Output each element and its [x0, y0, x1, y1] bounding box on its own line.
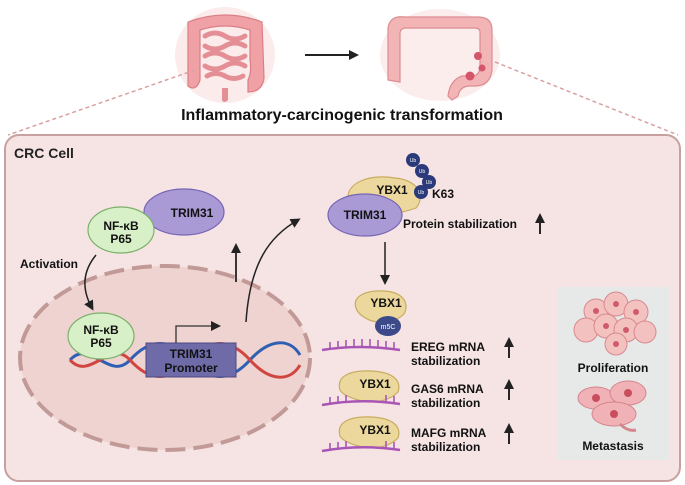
mafg-line2: stabilization [411, 440, 480, 454]
metastasis-cells-icon [577, 380, 647, 432]
promoter-label-line2: Promoter [164, 361, 218, 375]
nfkb-cytoplasm-line1: NF-κB [103, 219, 139, 233]
zoom-line-left [7, 69, 196, 136]
m5c-mark-label: m5C [381, 324, 396, 331]
ubiquitin-chain-icon: Ub Ub Ub Ub [406, 153, 436, 199]
trim31-cytoplasm [143, 188, 225, 236]
mafg-line1: MAFG mRNA [411, 426, 487, 440]
metastasis-label: Metastasis [582, 439, 644, 453]
ub-label-3: Ub [426, 180, 433, 186]
proliferation-label: Proliferation [578, 361, 649, 375]
gas6-line2: stabilization [411, 396, 480, 410]
nfkb-p65-nuclear [67, 312, 135, 360]
zoom-line-right [494, 61, 679, 136]
transcription-start-arrow [175, 321, 221, 343]
ybx1-m5c-reader [354, 290, 407, 323]
ybx1-gas6-label: YBX1 [359, 377, 391, 391]
protein-stabilization-label: Protein stabilization [403, 217, 517, 231]
ereg-line1: EREG mRNA [411, 340, 485, 354]
proliferation-cells-icon [573, 291, 657, 356]
activation-label: Activation [20, 257, 78, 271]
trim31-promoter-box [145, 342, 237, 378]
activation-arrow [84, 254, 97, 311]
normal-intestine-icon [175, 7, 275, 103]
mrna-strand-3 [321, 441, 401, 453]
gas6-line1: GAS6 mRNA [411, 382, 484, 396]
trim31-complex-label: TRIM31 [344, 208, 387, 222]
trim31-complex [327, 193, 403, 237]
nfkb-p65-cytoplasm [87, 206, 155, 254]
ub-label-4: Ub [418, 190, 425, 196]
promoter-label-line1: TRIM31 [170, 347, 213, 361]
trim31-cytoplasm-label: TRIM31 [171, 206, 214, 220]
figure-title: Inflammatory-carcinogenic transformation [181, 107, 503, 124]
mrna-strand-1 [321, 339, 401, 352]
ub-label-1: Ub [410, 158, 417, 164]
ybx1-complex-label: YBX1 [376, 183, 408, 197]
ybx1-mafg-label: YBX1 [359, 423, 391, 437]
cell-label: CRC Cell [14, 145, 74, 161]
mrna-strand-2 [321, 395, 401, 407]
nfkb-cytoplasm-line2: P65 [110, 232, 132, 246]
ybx1-gas6 [338, 370, 400, 403]
colon-tumor-icon [380, 9, 500, 101]
ub-label-2: Ub [419, 169, 426, 175]
trim31-export-arrow [245, 218, 301, 323]
ybx1-m5c-label: YBX1 [370, 296, 402, 310]
nfkb-nuclear-line2: P65 [90, 336, 112, 350]
nfkb-nuclear-line1: NF-κB [83, 323, 119, 337]
m5c-mark [375, 316, 401, 336]
ereg-line2: stabilization [411, 354, 480, 368]
ybx1-mafg [338, 416, 400, 449]
k63-label: K63 [432, 187, 454, 201]
